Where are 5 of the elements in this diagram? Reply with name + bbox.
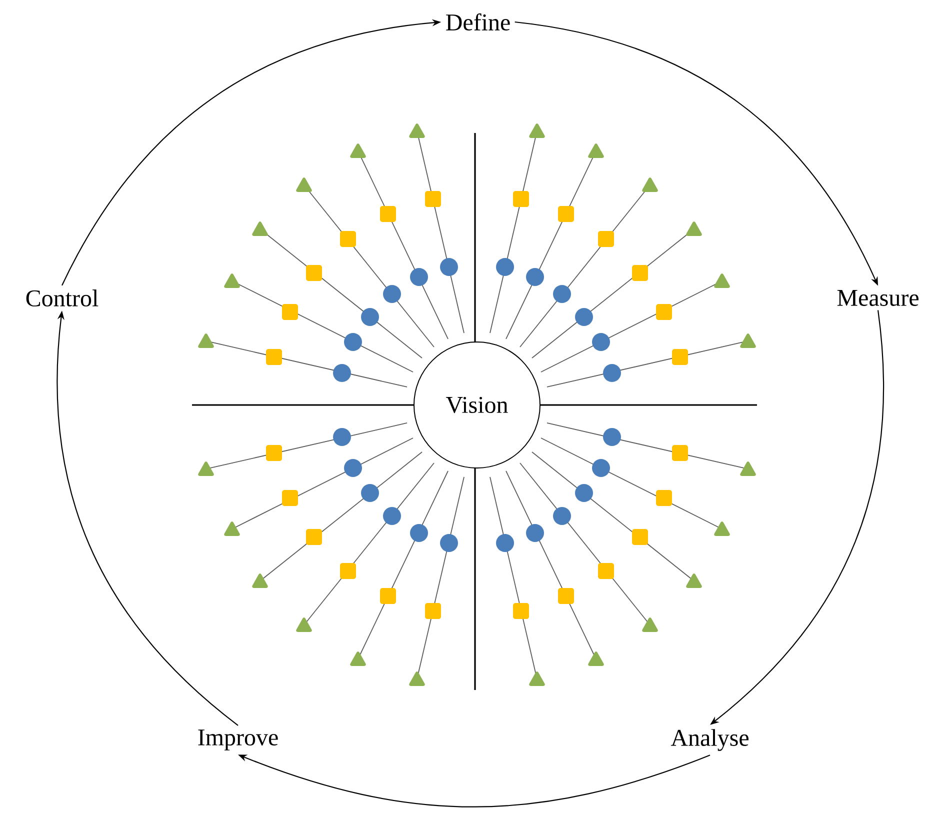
phase-label: Improve: [198, 730, 278, 750]
phase-label: Control: [26, 290, 98, 306]
phase-label: Analyse: [670, 729, 748, 751]
phase-label: Measure: [837, 290, 918, 306]
phase-label: Define: [446, 13, 510, 31]
